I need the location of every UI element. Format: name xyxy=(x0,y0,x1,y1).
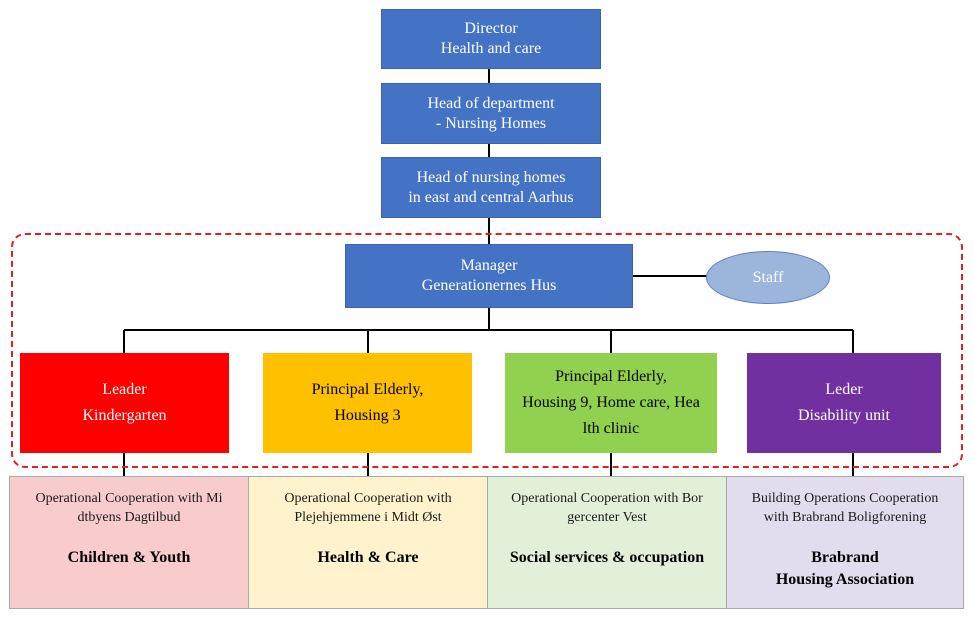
cooperation-children-youth-line2: dtbyens Dagtilbud xyxy=(77,510,181,525)
unit-disability: Leder Disability unit xyxy=(747,353,941,453)
manager-subtitle: Generationernes Hus xyxy=(421,277,557,294)
manager-title: Manager xyxy=(460,257,518,274)
head-of-nursing-homes-subtitle: in east and central Aarhus xyxy=(408,188,574,206)
area-brabrand: Brabrand xyxy=(811,549,879,566)
cooperation-social-services-line1: Operational Cooperation with Bor xyxy=(511,491,703,506)
manager-box: Manager Generationernes Hus xyxy=(345,244,633,308)
cooperation-children-youth: Operational Cooperation with Mi dtbyens … xyxy=(9,476,249,609)
unit-kindergarten-line2: Kindergarten xyxy=(82,407,167,424)
unit-kindergarten: Leader Kindergarten xyxy=(20,353,229,453)
area-brabrand-line2: Housing Association xyxy=(775,571,915,588)
cooperation-health-care-line1: Operational Cooperation with xyxy=(284,491,452,506)
staff-label: Staff xyxy=(752,268,784,286)
area-health-care: Health & Care xyxy=(317,549,419,566)
head-of-nursing-homes-box: Head of nursing homes in east and centra… xyxy=(381,157,601,218)
area-children-youth: Children & Youth xyxy=(67,549,191,566)
cooperation-health-care: Operational Cooperation with Plejehjemme… xyxy=(248,476,488,609)
unit-disability-line1: Leder xyxy=(825,381,863,398)
cooperation-social-services-line2: gercenter Vest xyxy=(567,510,647,525)
staff-ellipse: Staff xyxy=(706,251,830,304)
unit-housing-9-line2: Housing 9, Home care, Hea xyxy=(522,394,700,411)
director-box: Director Health and care xyxy=(381,9,601,69)
head-of-department-title: Head of department xyxy=(427,94,555,112)
unit-housing-3-line1: Principal Elderly, xyxy=(311,381,424,398)
area-social-services: Social services & occupation xyxy=(509,549,705,566)
director-title: Director xyxy=(464,20,518,37)
cooperation-health-care-line2: Plejehjemmene i Midt Øst xyxy=(294,510,442,525)
cooperation-brabrand-housing-line1: Building Operations Cooperation xyxy=(751,491,939,506)
cooperation-brabrand-housing-line2: with Brabrand Boligforening xyxy=(763,510,927,525)
cooperation-children-youth-line1: Operational Cooperation with Mi xyxy=(35,491,223,506)
unit-housing-3: Principal Elderly, Housing 3 xyxy=(263,353,472,453)
unit-housing-9: Principal Elderly, Housing 9, Home care,… xyxy=(505,353,717,453)
unit-housing-9-line3: lth clinic xyxy=(582,420,640,437)
head-of-nursing-homes-title: Head of nursing homes xyxy=(416,168,566,186)
cooperation-brabrand-housing: Building Operations Cooperation with Bra… xyxy=(726,476,964,609)
head-of-department-subtitle: - Nursing Homes xyxy=(435,114,547,132)
director-subtitle: Health and care xyxy=(440,40,542,57)
unit-disability-line2: Disability unit xyxy=(798,407,890,424)
generationernes-hus-boundary xyxy=(11,233,963,468)
head-of-department-box: Head of department - Nursing Homes xyxy=(381,83,601,144)
cooperation-social-services: Operational Cooperation with Bor gercent… xyxy=(487,476,727,609)
unit-housing-9-line1: Principal Elderly, xyxy=(555,368,667,385)
unit-housing-3-line2: Housing 3 xyxy=(334,407,401,424)
unit-kindergarten-line1: Leader xyxy=(102,381,147,398)
